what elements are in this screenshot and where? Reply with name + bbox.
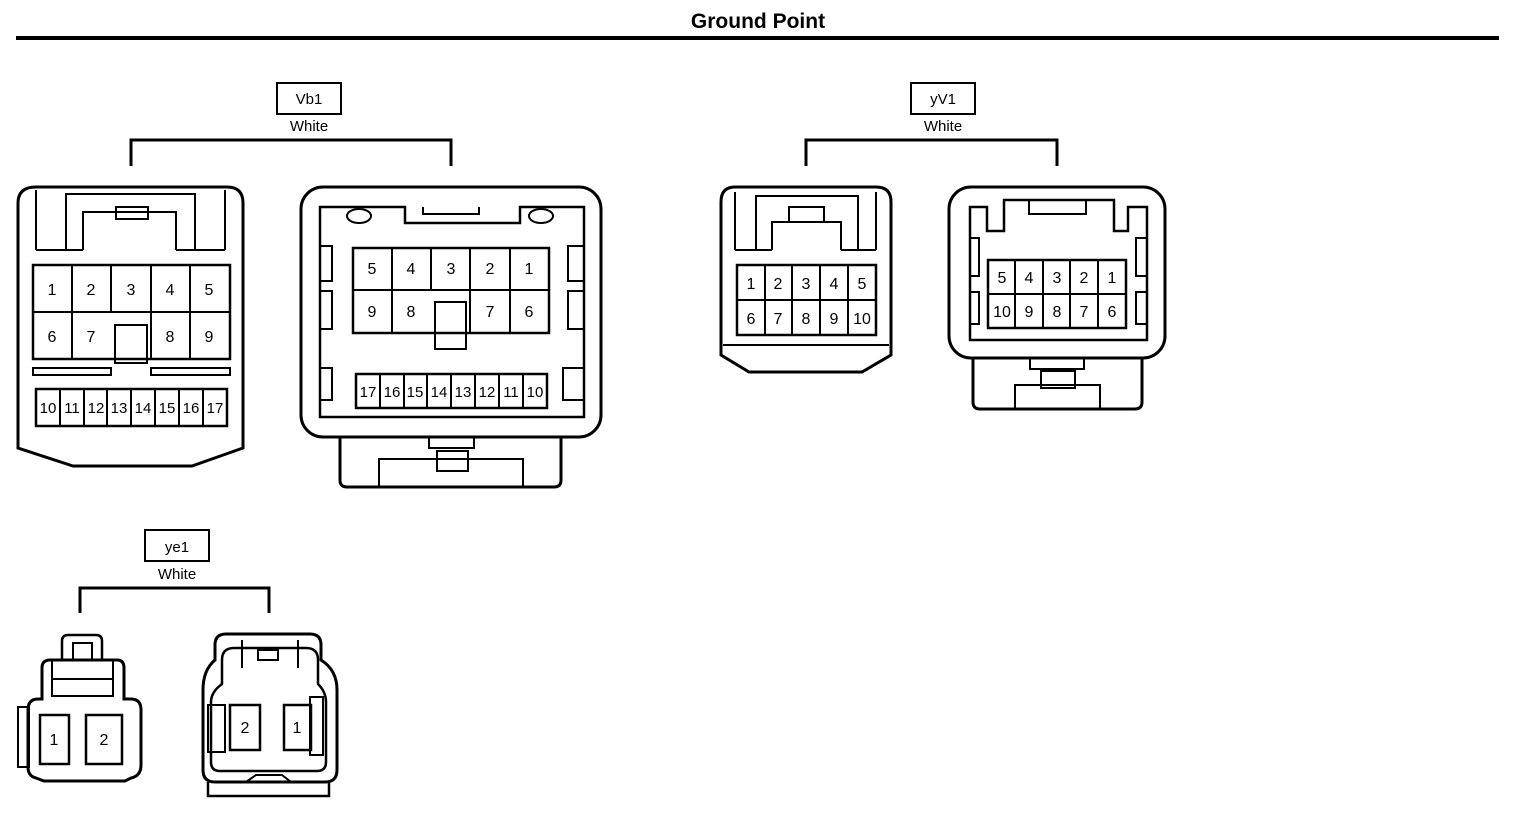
pin-label: 10 [993,304,1011,321]
pin-label: 2 [774,276,783,293]
pin-label: 2 [87,282,96,299]
pin-label: 7 [486,304,495,321]
pin-label: 5 [205,282,214,299]
connector-ye1-male: 1 2 [17,633,143,783]
pin-label: 15 [159,400,176,417]
pin-label: 11 [64,400,80,417]
connector-color-yv1: White [924,118,962,135]
pin-label: 17 [207,400,224,417]
pin-label: 14 [431,384,448,401]
pin-label: 5 [998,270,1007,287]
pin-label: 4 [166,282,175,299]
pin-label: 3 [802,276,811,293]
pin-label: 4 [407,261,416,278]
pin-label: 2 [241,720,250,737]
connector-yv1-male: 1 2 3 4 5 6 7 8 9 10 [719,185,893,374]
pin-label: 10 [40,400,57,417]
pin-label: 10 [853,311,871,328]
pin-label: 16 [183,400,200,417]
pin-label: 5 [858,276,867,293]
pin-label: 13 [455,384,472,401]
connector-yv1-female: 5 4 3 2 1 10 9 8 7 6 [947,185,1167,411]
pin-label: 1 [293,720,302,737]
pin-label: 6 [525,304,534,321]
pin-label: 9 [830,311,839,328]
pin-label: 9 [1025,304,1034,321]
pin-label: 3 [127,282,136,299]
pin-label: 8 [802,311,811,328]
pin-label: 13 [111,400,128,417]
pin-label: 8 [1053,304,1062,321]
connector-group-ye1: ye1 White 1 2 [17,529,339,798]
connector-id-vb1: Vb1 [296,91,323,108]
connector-id-yv1: yV1 [930,91,956,108]
pin-label: 2 [1080,270,1089,287]
connector-group-vb1: Vb1 White 1 2 3 4 5 6 7 [16,82,603,489]
pin-label: 6 [747,311,756,328]
page-title: Ground Point [690,10,826,33]
pin-label: 4 [1025,270,1034,287]
pin-label: 1 [50,732,59,749]
pin-label: 3 [1053,270,1062,287]
pin-label: 1 [747,276,756,293]
bracket-ye1 [78,586,271,613]
pin-label: 3 [447,261,456,278]
pin-label: 7 [774,311,783,328]
pin-label: 9 [205,329,214,346]
pin-label: 12 [479,384,496,401]
pin-label: 11 [503,384,519,401]
pin-label: 17 [360,384,377,401]
pin-label: 7 [87,329,96,346]
pin-label: 10 [527,384,544,401]
pin-label: 1 [48,282,57,299]
bracket-yv1 [804,138,1059,166]
pin-label: 2 [100,732,109,749]
connector-color-ye1: White [158,566,196,583]
connector-ye1-female: 2 1 [201,632,339,798]
pin-label: 2 [486,261,495,278]
pin-label: 9 [368,304,377,321]
pin-label: 14 [135,400,152,417]
pin-label: 16 [384,384,401,401]
pin-label: 8 [407,304,416,321]
pin-label: 8 [166,329,175,346]
connector-id-ye1: ye1 [165,539,189,556]
connector-vb1-male: 1 2 3 4 5 6 7 8 9 10 11 12 13 14 15 16 1… [16,185,245,468]
pin-label: 1 [1108,270,1117,287]
connector-vb1-female: 5 4 3 2 1 9 8 7 6 17 16 15 14 13 12 11 1… [299,185,603,489]
bracket-vb1 [129,138,453,166]
pin-label: 15 [407,384,424,401]
pin-label: 5 [368,261,377,278]
pin-label: 6 [1108,304,1117,321]
pin-label: 6 [48,329,57,346]
connector-color-vb1: White [290,118,328,135]
pin-label: 4 [830,276,839,293]
pin-label: 1 [525,261,534,278]
title-divider [16,36,1499,40]
connector-group-yv1: yV1 White 1 2 3 4 5 6 7 8 9 10 [719,82,1167,411]
pin-label: 7 [1080,304,1089,321]
pin-label: 12 [88,400,105,417]
